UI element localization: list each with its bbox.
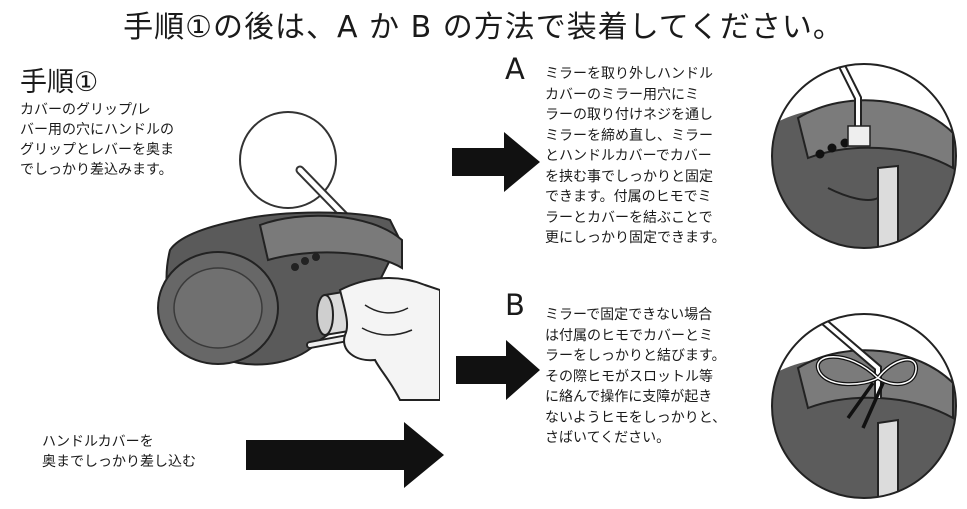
step1-desc-line: カバーのグリップ/レ [20,102,151,118]
step1-description: カバーのグリップ/レ バー用の穴にハンドルの グリップとレバーを奥ま でしっかり… [20,100,220,180]
option-b-detail-illustration [771,313,957,499]
option-a-line: ラーとカバーを結ぶことで [545,209,713,226]
option-b-line: さばいてください。 [545,430,671,446]
instruction-title: 手順①の後は、A か B の方法で装着してください。 [123,10,844,45]
arrow-to-b-icon [456,340,540,400]
insert-note-line: ハンドルカバーを [42,434,154,450]
option-a-detail-illustration [771,63,957,249]
handle-cover-illustration [157,111,440,401]
option-b-line: に絡んで操作に支障が起き [545,389,713,405]
insert-note-line: 奥までしっかり差し込む [42,454,196,470]
step1-desc-line: バー用の穴にハンドルの [20,122,174,138]
option-a-letter: A [505,52,525,86]
option-a-line: カバーのミラー用穴にミ [545,86,699,103]
step1-desc-line: でしっかり差込みます。 [20,162,173,178]
arrow-to-a-icon [452,132,540,192]
option-a-line: できます。付属のヒモでミ [545,189,712,205]
option-b-line: は付属のヒモでカバーとミ [545,327,713,344]
option-b-line: ミラーで固定できない場合 [545,307,713,323]
option-b-text: ミラーで固定できない場合 は付属のヒモでカバーとミ ラーをしっかりと結びます。 … [545,305,726,449]
option-b-letter: B [505,288,525,322]
option-a-line: ミラーを取り外しハンドル [545,66,713,82]
insert-note: ハンドルカバーを 奥までしっかり差し込む [42,432,196,472]
option-a-line: を挟む事でしっかりと固定 [545,168,713,185]
arrow-insert-icon [246,422,444,488]
step1-desc-line: グリップとレバーを奥ま [20,142,174,158]
option-a-text: ミラーを取り外しハンドル カバーのミラー用穴にミ ラーの取り付けネジを通し ミラ… [545,64,726,249]
option-a-line: ラーの取り付けネジを通し [545,107,713,123]
option-a-line: 更にしっかり固定できます。 [545,230,726,246]
option-b-line: ないようヒモをしっかりと、 [545,409,727,426]
option-a-line: とハンドルカバーでカバー [545,148,712,164]
option-b-line: その際ヒモがスロットル等 [545,368,713,385]
option-b-line: ラーをしっかりと結びます。 [545,348,726,364]
step1-heading: 手順① [20,67,99,98]
option-a-line: ミラーを締め直し、ミラー [545,127,713,144]
